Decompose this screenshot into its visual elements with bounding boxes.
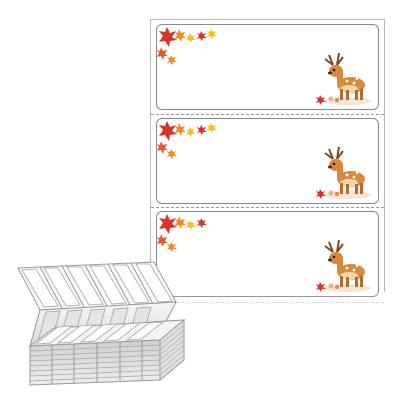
maple-leaf-icon bbox=[157, 27, 217, 65]
label-1 bbox=[156, 24, 379, 110]
label-stack-base bbox=[28, 318, 186, 386]
label-3-art bbox=[157, 214, 371, 292]
perforation-line bbox=[151, 114, 384, 115]
deer-illustration bbox=[323, 52, 371, 105]
deer-illustration bbox=[323, 146, 371, 199]
perforation-line bbox=[151, 207, 384, 208]
label-sheet bbox=[150, 19, 385, 303]
label-1-art bbox=[157, 27, 371, 105]
sheet-reflection bbox=[150, 291, 385, 331]
mushroom-icon bbox=[316, 282, 339, 292]
label-3 bbox=[156, 211, 379, 297]
label-2 bbox=[156, 118, 379, 204]
deer-illustration bbox=[323, 239, 371, 292]
mushroom-icon bbox=[316, 95, 339, 105]
maple-leaf-icon bbox=[157, 214, 207, 252]
top-folded-sheet bbox=[17, 261, 177, 311]
label-2-art bbox=[157, 121, 371, 199]
mushroom-icon bbox=[316, 189, 339, 199]
maple-leaf-icon bbox=[157, 121, 217, 159]
